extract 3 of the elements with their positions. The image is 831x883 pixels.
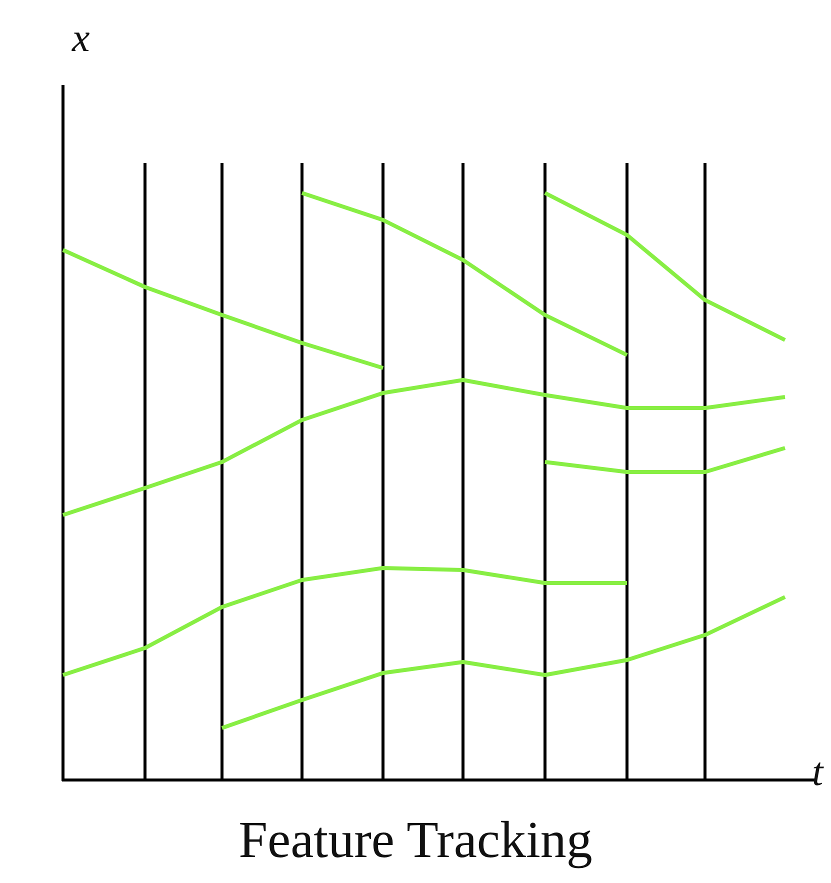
axis-label: x xyxy=(72,18,90,58)
caption: Feature Tracking xyxy=(238,812,594,870)
axis-label: t xyxy=(812,752,824,792)
